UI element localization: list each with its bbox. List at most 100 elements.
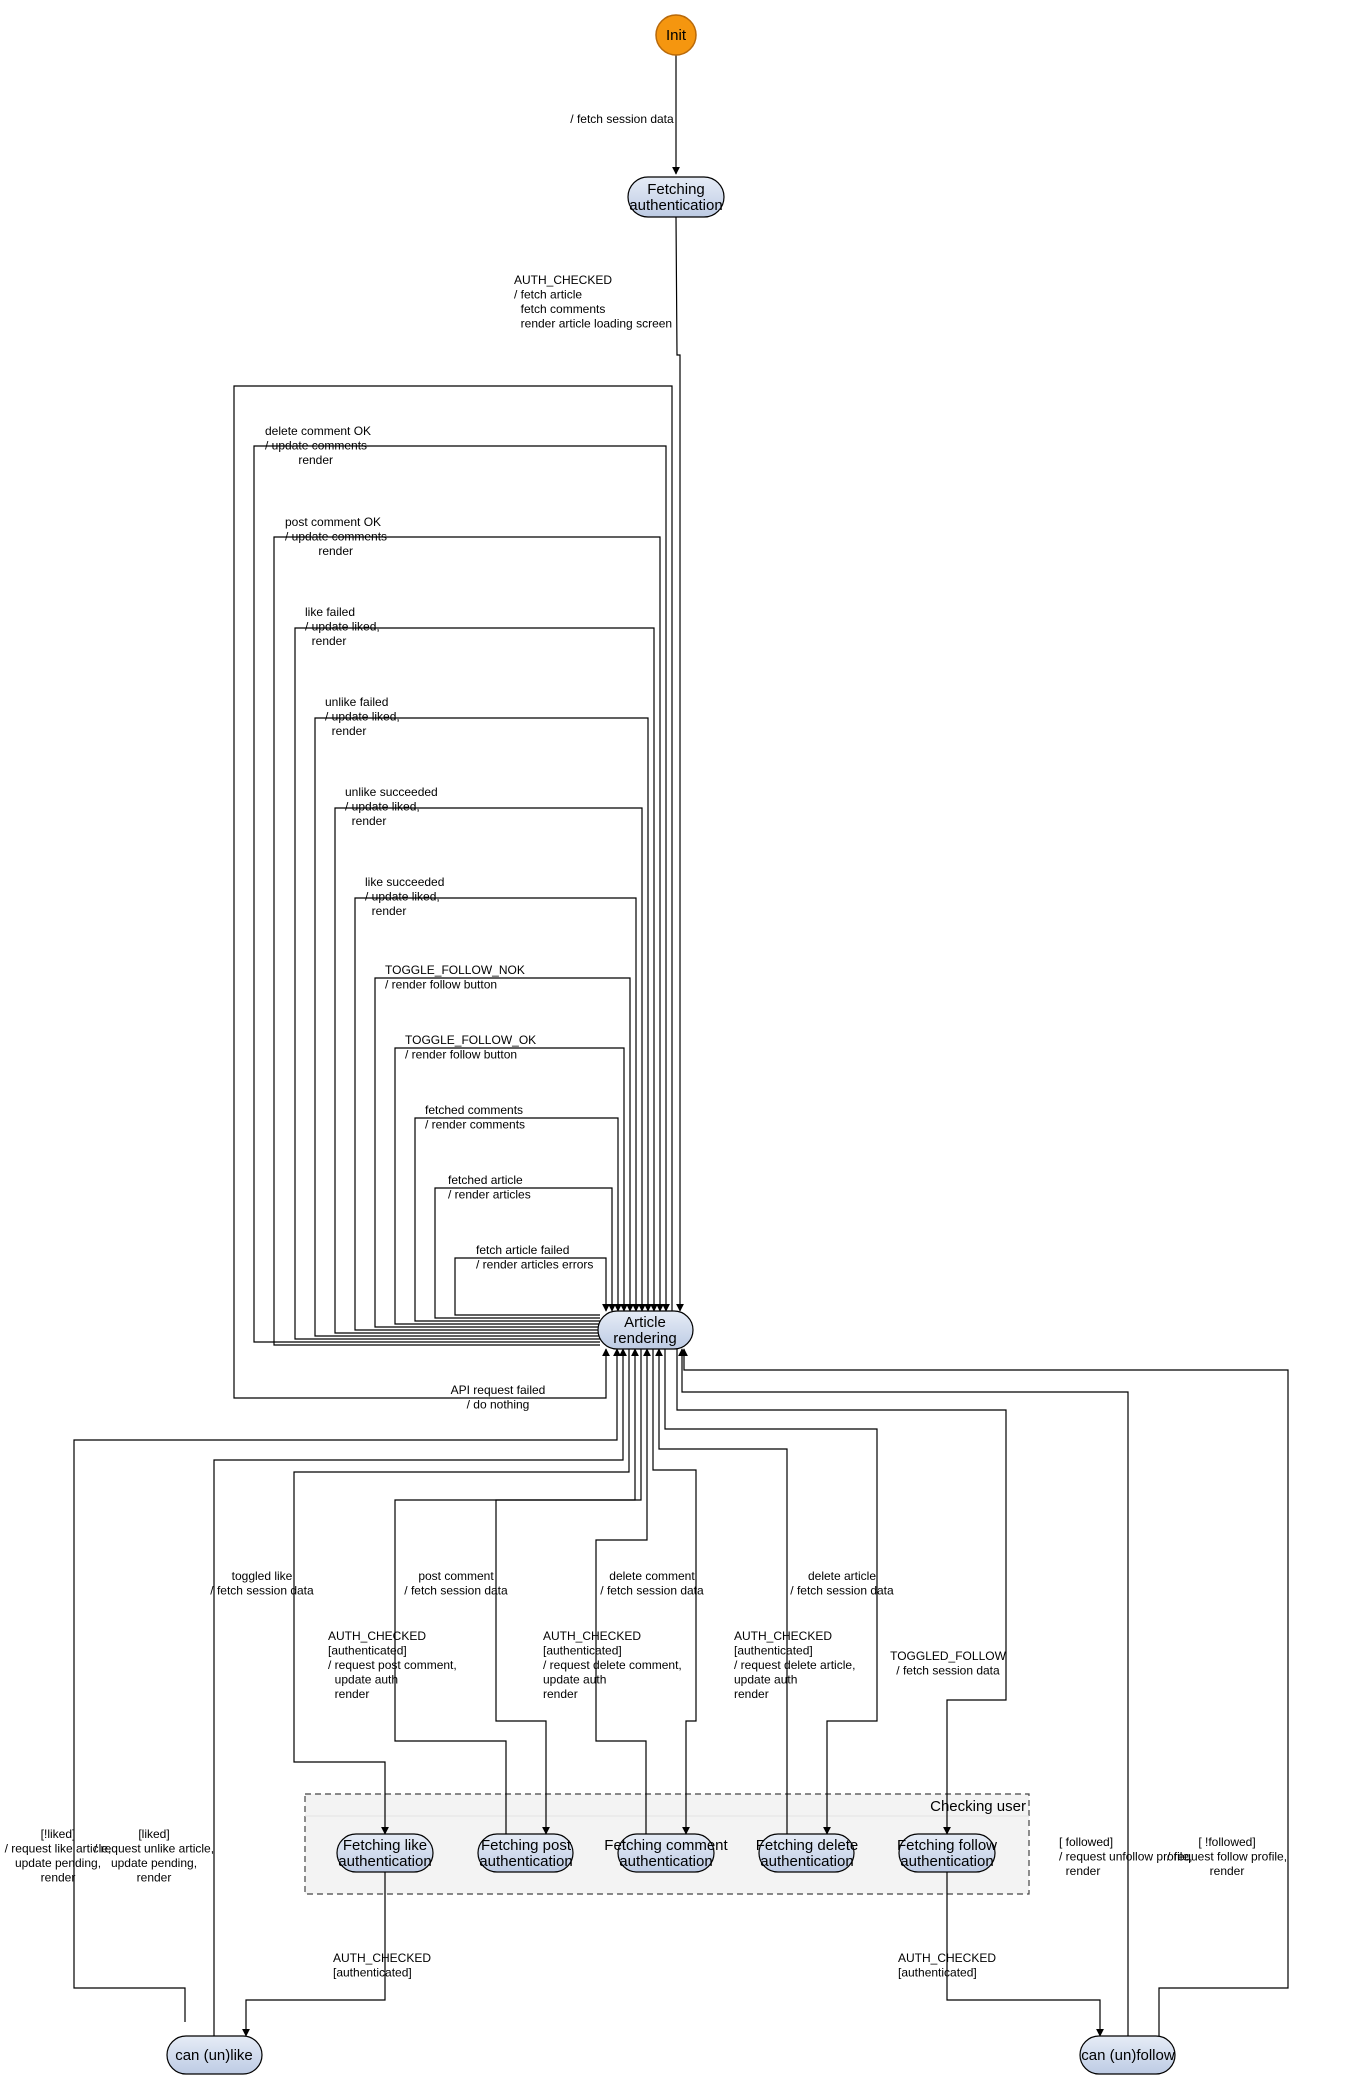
edge-unlike-liked-false [73, 1348, 621, 2022]
node-can-unlike-label-line: can (un)like [175, 2047, 253, 2064]
node-fetching-authentication-label-line: authentication [629, 197, 722, 214]
label-fetch-session-data: / fetch session data [570, 112, 674, 126]
label-toggled-follow-line: TOGGLED_FOLLOW [890, 1649, 1006, 1663]
label-liked-true-line: / request unlike article, [94, 1842, 214, 1856]
label-liked-true-line: update pending, [111, 1856, 197, 1870]
node-fetching-post-authentication-label-line: Fetching post [481, 1837, 572, 1854]
label-unlike-failed-line: unlike failed [325, 695, 388, 709]
edge-loop-like-succeeded [354, 897, 640, 1331]
label-liked-false-line: update pending, [15, 1856, 101, 1870]
edge-article-to-fetch-follow [676, 1349, 1007, 1835]
label-unlike-failed: unlike failed/ update liked, render [325, 695, 400, 738]
edge-loop-unlike-failed [314, 717, 652, 1337]
label-fetched-article-line: / render articles [448, 1188, 531, 1202]
label-followed-true-line: / request unfollow profile, [1059, 1850, 1192, 1864]
label-like-failed-line: like failed [305, 605, 355, 619]
label-delete-comment-ok-line: / update comments [265, 439, 367, 453]
label-unlike-succeeded-line: / update liked, [345, 800, 420, 814]
label-like-succeeded-line: like succeeded [365, 875, 444, 889]
label-auth-checked-delete-article: AUTH_CHECKED[authenticated]/ request del… [734, 1629, 855, 1701]
edge-unfollow-followed-true [678, 1348, 1129, 2036]
node-article-rendering-label-line: rendering [613, 1330, 676, 1347]
label-toggle-follow-nok: TOGGLE_FOLLOW_NOK/ render follow button [385, 963, 525, 992]
label-auth-checked-delete-comment-line: AUTH_CHECKED [543, 1629, 641, 1643]
label-post-comment-ok-line: / update comments [285, 530, 387, 544]
label-toggled-follow: TOGGLED_FOLLOW/ fetch session data [890, 1649, 1006, 1678]
label-auth-checked-follow-line: [authenticated] [898, 1966, 977, 1980]
label-unlike-succeeded: unlike succeeded/ update liked, render [345, 785, 438, 828]
node-init[interactable]: Init [655, 14, 697, 56]
node-can-unlike[interactable]: can (un)like [166, 2035, 263, 2075]
label-fetch-article-failed-line: fetch article failed [476, 1243, 569, 1257]
label-auth-checked-post-line: render [328, 1687, 369, 1701]
label-fetched-article-line: fetched article [448, 1173, 523, 1187]
label-like-succeeded: like succeeded/ update liked, render [365, 875, 444, 918]
label-auth-checked-init-line: render article loading screen [514, 317, 672, 331]
label-followed-true: [ followed]/ request unfollow profile, r… [1059, 1835, 1192, 1878]
label-like-failed-line: / update liked, [305, 620, 380, 634]
edge-fetch-comment-to-article [595, 1348, 651, 1834]
edge-article-to-fetch-delete [664, 1349, 878, 1835]
node-can-unfollow-label-line: can (un)follow [1081, 2047, 1175, 2064]
edge-article-to-fetch-like [293, 1349, 630, 1835]
edge-loop-toggle-follow-nok [374, 977, 634, 1328]
label-delete-comment-ok-line: render [265, 453, 333, 467]
label-auth-checked-delete-article-line: update auth [734, 1673, 797, 1687]
label-auth-checked-delete-comment-line: update auth [543, 1673, 606, 1687]
edge-fetch-auth-to-article [675, 216, 684, 1312]
label-post-comment: post comment/ fetch session data [404, 1569, 508, 1598]
transitions [73, 55, 1289, 2037]
transition-labels: / fetch session data AUTH_CHECKED / fetch… [5, 112, 1287, 1980]
label-auth-checked-delete-comment: AUTH_CHECKED[authenticated]/ request del… [543, 1629, 682, 1701]
label-delete-article: delete article/ fetch session data [790, 1569, 894, 1598]
label-auth-checked-post-line: AUTH_CHECKED [328, 1629, 426, 1643]
edge-loop-fetched-article [434, 1187, 616, 1319]
label-followed-true-line: render [1059, 1864, 1100, 1878]
label-followed-false-line: / request follow profile, [1167, 1850, 1287, 1864]
label-auth-checked-delete-comment-line: / request delete comment, [543, 1658, 682, 1672]
node-fetching-like-authentication-label-line: Fetching like [343, 1837, 427, 1854]
label-post-comment-ok-line: render [285, 544, 353, 558]
label-like-failed-line: render [305, 634, 346, 648]
node-fetching-delete-authentication-label-line: authentication [760, 1853, 853, 1870]
label-unlike-succeeded-line: unlike succeeded [345, 785, 438, 799]
node-fetching-authentication-label-line: Fetching [647, 181, 705, 198]
node-init-label-line: Init [666, 27, 687, 44]
label-auth-checked-post-line: / request post comment, [328, 1658, 457, 1672]
label-fetched-comments: fetched comments/ render comments [425, 1103, 525, 1132]
label-toggle-follow-ok-line: TOGGLE_FOLLOW_OK [405, 1033, 536, 1047]
label-like-failed: like failed/ update liked, render [305, 605, 380, 648]
label-like-succeeded-line: / update liked, [365, 890, 440, 904]
label-toggle-follow-ok-line: / render follow button [405, 1048, 517, 1062]
label-toggle-follow-ok: TOGGLE_FOLLOW_OK/ render follow button [405, 1033, 536, 1062]
group-title: Checking user [930, 1798, 1026, 1815]
label-auth-checked-delete-comment-line: [authenticated] [543, 1644, 622, 1658]
edge-fetch-delete-to-article [655, 1348, 788, 1834]
label-delete-comment-line: / fetch session data [600, 1584, 704, 1598]
label-auth-checked-post: AUTH_CHECKED[authenticated]/ request pos… [328, 1629, 457, 1701]
label-followed-true-line: [ followed] [1059, 1835, 1113, 1849]
label-auth-checked-like-line: [authenticated] [333, 1966, 412, 1980]
label-post-comment-line: post comment [418, 1569, 494, 1583]
label-liked-false-line: render [41, 1871, 76, 1885]
node-can-unfollow[interactable]: can (un)follow [1079, 2035, 1176, 2075]
label-api-request-failed: API request failed/ do nothing [451, 1383, 546, 1412]
label-delete-article-line: delete article [808, 1569, 876, 1583]
label-auth-checked-like-line: AUTH_CHECKED [333, 1951, 431, 1965]
label-auth-checked-delete-article-line: [authenticated] [734, 1644, 813, 1658]
label-auth-checked-delete-article-line: AUTH_CHECKED [734, 1629, 832, 1643]
label-liked-true-line: render [137, 1871, 172, 1885]
label-delete-comment-line: delete comment [609, 1569, 695, 1583]
label-auth-checked-init-line: AUTH_CHECKED [514, 273, 612, 287]
